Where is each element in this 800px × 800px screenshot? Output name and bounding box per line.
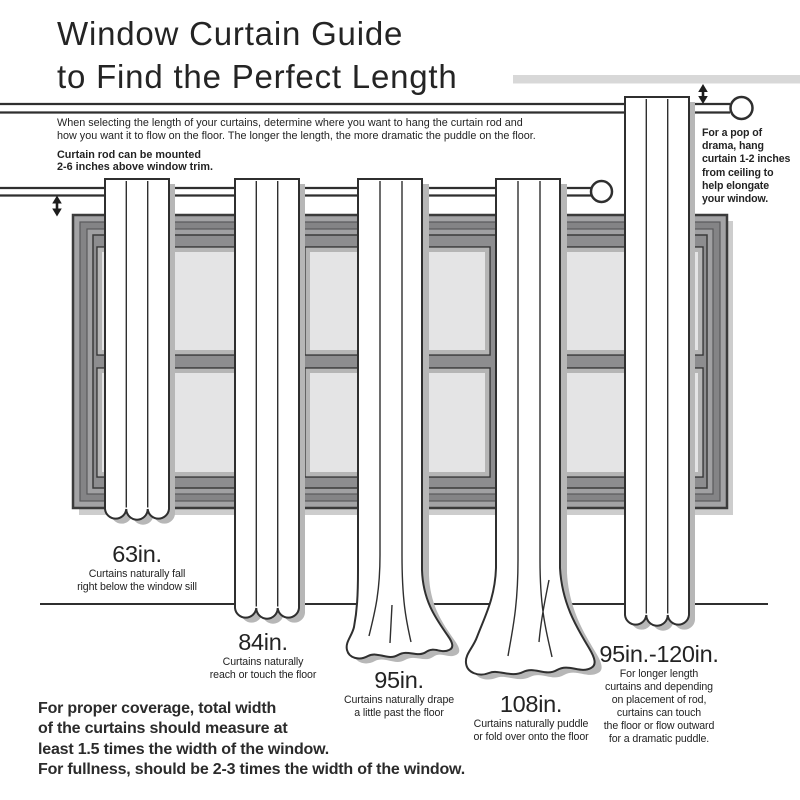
curtain-95in [345,178,454,660]
curtain-fold-lines [368,181,412,644]
curtain-fold-lines [125,181,149,508]
rod-finial-icon [729,95,754,121]
length-size: 63in. [112,541,162,567]
length-label-84in: 84in. Curtains naturally reach or touch … [210,629,317,682]
length-size: 108in. [499,691,563,717]
curtain-fold-lines [507,181,553,658]
curtain-fold-lines [255,181,279,607]
curtain-rod-upper [0,102,730,114]
length-label-95in: 95in. Curtains naturally drape a little … [344,667,454,720]
rod-mount-note: Curtain rod can be mounted 2-6 inches ab… [57,149,213,174]
curtain-108in [464,178,596,676]
ceiling-bar [513,75,800,84]
double-arrow-icon [698,84,708,104]
length-caption: Curtains naturally drape a little past t… [343,694,455,719]
double-arrow-icon [52,195,62,217]
intro-text: When selecting the length of your curtai… [57,117,536,142]
length-label-95-120in: 95in.-120in. For longer length curtains … [599,641,719,746]
curtain-63in [104,178,170,521]
length-caption: For longer length curtains and depending… [603,668,715,745]
length-label-108in: 108in. Curtains naturally puddle or fold… [473,691,588,744]
length-size: 84in. [238,629,288,655]
curtain-folds [125,99,669,658]
curtains [104,96,690,676]
coverage-footnote: For proper coverage, total width of the … [38,700,465,778]
length-caption: Curtains naturally puddle or fold over o… [473,718,589,743]
length-label-63in: 63in. Curtains naturally fall right belo… [77,541,197,594]
page-title: Window Curtain Guide to Find the Perfect… [57,15,458,95]
length-caption: Curtains naturally reach or touch the fl… [209,656,317,681]
rod-finial-icon [589,179,614,204]
ceiling-hang-note: For a pop of drama, hang curtain 1-2 inc… [702,127,791,206]
curtain-fold-lines [645,99,669,614]
length-size: 95in.-120in. [599,641,719,667]
length-caption: Curtains naturally fall right below the … [77,568,197,593]
curtain-84in [234,178,300,620]
curtain-95-120in [624,96,690,627]
length-size: 95in. [374,667,424,693]
